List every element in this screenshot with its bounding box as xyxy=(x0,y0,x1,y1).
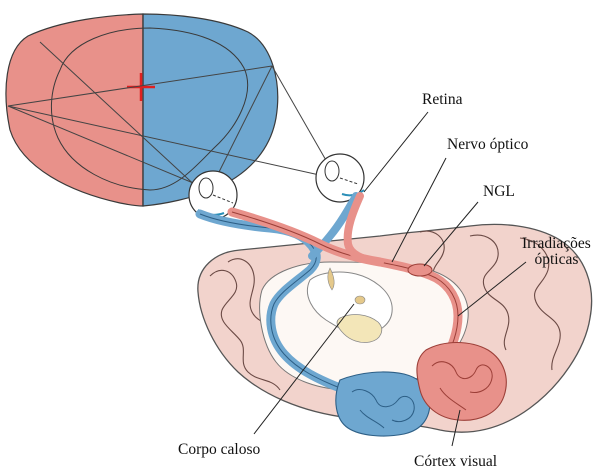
label-visual-cortex: Córtex visual xyxy=(414,454,497,470)
label-optic-nerve: Nervo óptico xyxy=(447,137,528,153)
label-retina: Retina xyxy=(422,92,462,108)
visual-field xyxy=(6,14,278,206)
label-optic-radiations: Irradiações ópticas xyxy=(522,236,591,269)
brain-section xyxy=(198,196,592,436)
leader-retina xyxy=(364,112,428,192)
label-lgn: NGL xyxy=(483,184,515,200)
label-optic-radiations-line1: Irradiações xyxy=(522,236,591,252)
label-optic-radiations-line2: ópticas xyxy=(522,252,591,268)
visual-cortex-right xyxy=(417,343,506,421)
lgn-nucleus xyxy=(408,264,432,276)
label-corpus-callosum: Corpo caloso xyxy=(178,442,260,458)
